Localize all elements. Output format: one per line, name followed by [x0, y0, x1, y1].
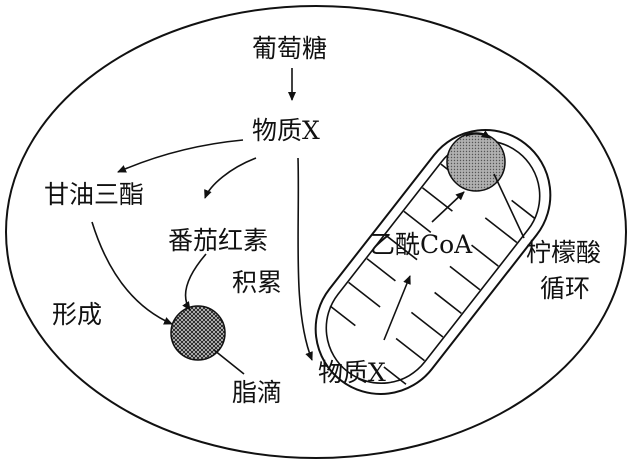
lipid-droplet-sphere — [170, 305, 226, 361]
arrows — [91, 68, 525, 375]
pointer-citric-label — [493, 173, 525, 239]
label-glucose: 葡萄糖 — [252, 34, 328, 63]
label-citric-acid: 柠檬酸 — [526, 238, 602, 267]
label-triglyceride: 甘油三酯 — [44, 180, 145, 209]
cell-membrane — [5, 5, 627, 459]
label-lycopene: 番茄红素 — [168, 226, 269, 255]
label-acetyl-coa: 乙酰CoA — [370, 230, 473, 259]
label-accumulate: 积累 — [232, 268, 283, 297]
arrow-triglyceride-to-droplet — [91, 221, 173, 325]
label-lipid-droplet: 脂滴 — [232, 378, 283, 407]
label-substance-x-mito: 物质X — [318, 358, 386, 387]
citric-acid-cycle-sphere — [446, 132, 506, 192]
label-substance-x-top: 物质X — [252, 116, 320, 145]
arrow-acetylcoa-to-cycle — [431, 191, 465, 223]
pointer-droplet-label — [213, 349, 245, 375]
arrow-x-into-mitochondrion — [297, 157, 313, 361]
label-formation: 形成 — [52, 300, 103, 329]
arrow-x-to-triglyceride — [117, 139, 244, 173]
label-cycle: 循环 — [540, 274, 591, 303]
arrow-x-to-acetylcoa — [383, 275, 411, 341]
arrow-x-to-lycopene — [204, 157, 257, 199]
arrow-lycopene-to-droplet — [182, 253, 207, 311]
